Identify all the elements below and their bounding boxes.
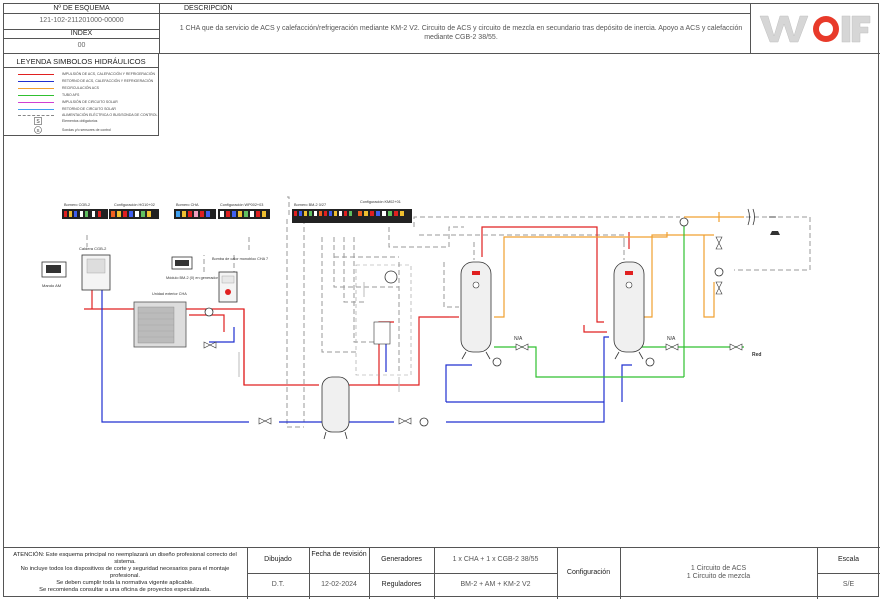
reguladores-value: BM-2 + AM + KM-2 V2 <box>460 581 531 588</box>
bornero-cha-label: Bornero CHA <box>176 203 199 207</box>
terminal-board-wp: Configuración WP002+03 <box>218 203 270 219</box>
hydraulic-diagram: Bornero CGB-2 Configuración HG10+02 Born… <box>41 196 811 440</box>
disclaimer-text: ATENCIÓN: Este esquema principal no reem… <box>13 552 237 593</box>
mando-am-controller: Mando AM <box>41 261 67 288</box>
valve <box>715 281 723 295</box>
pump <box>679 217 689 227</box>
valve <box>665 343 679 351</box>
valve <box>258 417 272 425</box>
escala-value: S/E <box>842 581 855 588</box>
na-label-1: N/A <box>514 336 523 342</box>
config-wp-label: Configuración WP002+03 <box>220 203 263 207</box>
bornero-cgb-label: Bornero CGB-2 <box>64 203 90 207</box>
shower-outlet <box>769 216 780 235</box>
schema-number-label: Nº DE ESQUEMA <box>53 5 110 12</box>
index-label: INDEX <box>70 30 93 37</box>
supply-pipes <box>84 226 630 386</box>
index-value: 00 <box>77 42 86 49</box>
mando-am-label: Mando AM <box>42 283 61 288</box>
required-element-icon: S <box>34 117 42 125</box>
sensor-icon: S <box>34 126 42 134</box>
boiler-cgb2: Caldera CGB-2 <box>79 246 111 291</box>
valve <box>515 343 529 351</box>
buffer-tank <box>321 376 350 440</box>
description-label: DESCRIPCIÓN <box>184 5 233 12</box>
dhw-tank-2 <box>613 261 645 360</box>
pipe-break-symbol <box>747 208 755 226</box>
valves <box>203 236 743 425</box>
valve <box>398 417 412 425</box>
na-label-2: N/A <box>667 336 676 342</box>
configuracion-value-1: 1 Circuito de ACS <box>690 565 747 572</box>
title-block-header: Nº DE ESQUEMA 121-102-211201000-00000 IN… <box>4 4 880 54</box>
sensor-lines <box>238 282 400 392</box>
schema-number: 121-102-211201000-00000 <box>39 17 124 24</box>
terminal-board-km: Configuración KM02+01 <box>356 200 412 223</box>
pump <box>419 417 429 427</box>
terminal-board-cha: Bornero CHA <box>174 203 216 219</box>
hydraulic-legend: LEYENDA SIMBOLOS HIDRÁULICOS IMPULSIÓN D… <box>4 54 159 136</box>
wolf-logo <box>756 12 874 46</box>
description-text: 1 CHA que da servicio de ACS y calefacci… <box>179 25 743 41</box>
control-bus-lines <box>86 196 811 428</box>
pumps <box>204 217 724 427</box>
svg-text:S: S <box>36 128 39 133</box>
schematic-sheet: Nº DE ESQUEMA 121-102-211201000-00000 IN… <box>3 3 880 599</box>
reguladores-label: Reguladores <box>381 581 422 588</box>
config-km-label: Configuración KM02+01 <box>360 200 401 204</box>
configuracion-value-2: 1 Circuito de mezcla <box>686 573 751 580</box>
pump <box>492 357 502 367</box>
red-label: Red <box>752 352 761 358</box>
terminal-board-bm: Bornero BM-2 0/27 <box>292 203 356 223</box>
bm2-module: Módulo BM-2 (0) en generador <box>166 256 219 280</box>
terminal-board-hg: Configuración HG10+02 <box>109 203 159 219</box>
heat-pump-indoor-unit: Bomba de calor monobloc CHA 7 <box>212 257 268 303</box>
return-pipes <box>101 289 632 423</box>
fecha-label: Fecha de revisión <box>311 551 367 558</box>
terminal-board-cgb: Bornero CGB-2 <box>62 203 108 219</box>
dibujado-value: D.T. <box>271 581 285 588</box>
bomba-calor-label: Bomba de calor monobloc CHA 7 <box>212 257 268 261</box>
pump <box>204 307 214 317</box>
generadores-value: 1 x CHA + 1 x CGB-2 38/55 <box>452 556 539 563</box>
title-block-footer: ATENCIÓN: Este esquema principal no reem… <box>4 547 880 599</box>
bornero-bm-label: Bornero BM-2 0/27 <box>294 203 326 207</box>
valve <box>729 343 743 351</box>
generadores-label: Generadores <box>381 556 422 563</box>
valve <box>715 236 723 250</box>
recirculation-pipes <box>494 212 744 318</box>
config-hg-label: Configuración HG10+02 <box>114 203 155 207</box>
escala-label: Escala <box>837 556 859 563</box>
legend-title: LEYENDA SIMBOLOS HIDRÁULICOS <box>4 54 158 68</box>
svg-text:S: S <box>36 119 40 125</box>
valve <box>203 341 217 349</box>
fecha-value: 12-02-2024 <box>321 581 357 588</box>
pump <box>714 267 724 277</box>
pump <box>645 357 655 367</box>
unidad-exterior-label: Unidad exterior CHA <box>152 292 187 296</box>
dhw-tank-1 <box>460 261 492 360</box>
caldera-cgb-label: Caldera CGB-2 <box>79 246 107 251</box>
mixing-circuit-group <box>355 264 412 376</box>
dibujado-label: Dibujado <box>264 556 292 563</box>
modulo-bm-label: Módulo BM-2 (0) en generador <box>166 276 219 280</box>
heat-pump-outdoor-unit: Unidad exterior CHA <box>133 292 187 348</box>
configuracion-label: Configuración <box>566 569 611 576</box>
